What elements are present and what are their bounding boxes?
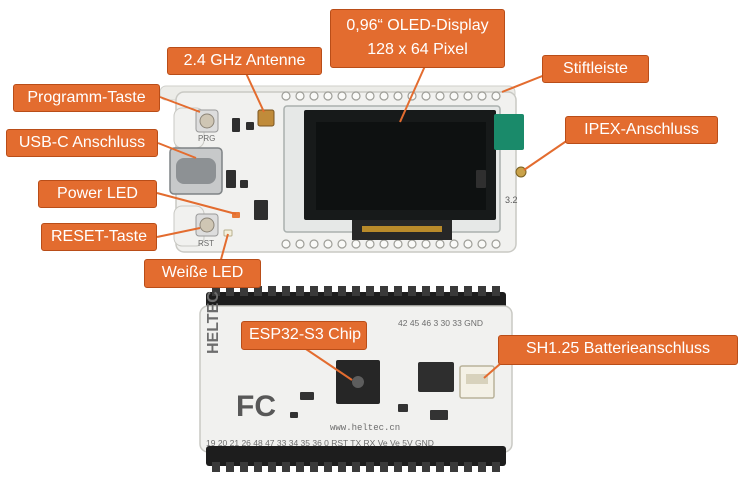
callout-white-led: Weiße LED (144, 259, 261, 288)
callout-power-led: Power LED (38, 180, 157, 208)
bottom-board-top-pins (212, 286, 500, 296)
top-board: PRG RST 3.2 (159, 85, 527, 253)
website-silkscreen: www.heltec.cn (330, 423, 400, 433)
battery-connector-slot (466, 374, 488, 384)
oled-active-area (316, 122, 486, 210)
callout-oled-display: 0,96“ OLED-Display 128 x 64 Pixel (330, 9, 505, 68)
bottom-small-components (290, 392, 448, 420)
oled-label-line1: 0,96“ OLED-Display (346, 17, 489, 34)
prog-button-cap (199, 113, 215, 129)
bottom-board-bottom-pins (212, 462, 500, 472)
oled-label-line2: 128 x 64 Pixel (367, 41, 468, 58)
callout-usb-c: USB-C Anschluss (6, 129, 158, 157)
pins-bottom-silkscreen: 19 20 21 26 48 47 33 34 35 36 0 RST TX R… (206, 438, 434, 448)
callout-esp32-chip: ESP32-S3 Chip (241, 321, 367, 350)
antenna-chip (257, 109, 275, 127)
bottom-board: HELTEC FC www.heltec.cn 19 20 21 26 48 4… (199, 286, 513, 472)
usb-c-opening (176, 158, 216, 184)
fcc-mark: FC (236, 390, 276, 423)
callout-reset-button: RESET-Taste (41, 223, 157, 251)
callout-stiftleiste: Stiftleiste (542, 55, 649, 83)
callout-antenna: 2.4 GHz Antenne (167, 47, 322, 75)
callout-ipex: IPEX-Anschluss (565, 116, 718, 144)
reset-button-cap (199, 217, 215, 233)
ipex-connector (515, 166, 527, 178)
top-row-holes (281, 91, 501, 101)
pins-top-silkscreen: 42 45 46 3 30 33 GND (398, 318, 483, 328)
ipex-housing (494, 114, 524, 150)
callout-program-button: Programm-Taste (13, 84, 160, 112)
prg-silkscreen: PRG (198, 134, 215, 143)
esp32-chip-logo (352, 376, 364, 388)
radio-chip (418, 362, 454, 392)
top-small-components (226, 118, 486, 220)
antenna-version-silkscreen: 3.2 (505, 195, 518, 205)
bottom-board-bottom-header (206, 446, 506, 466)
oled-flex-gold (362, 226, 442, 232)
callout-battery-connector: SH1.25 Batterieanschluss (498, 335, 738, 365)
heltec-brand-silkscreen: HELTEC (205, 291, 222, 354)
rst-silkscreen: RST (198, 239, 214, 248)
